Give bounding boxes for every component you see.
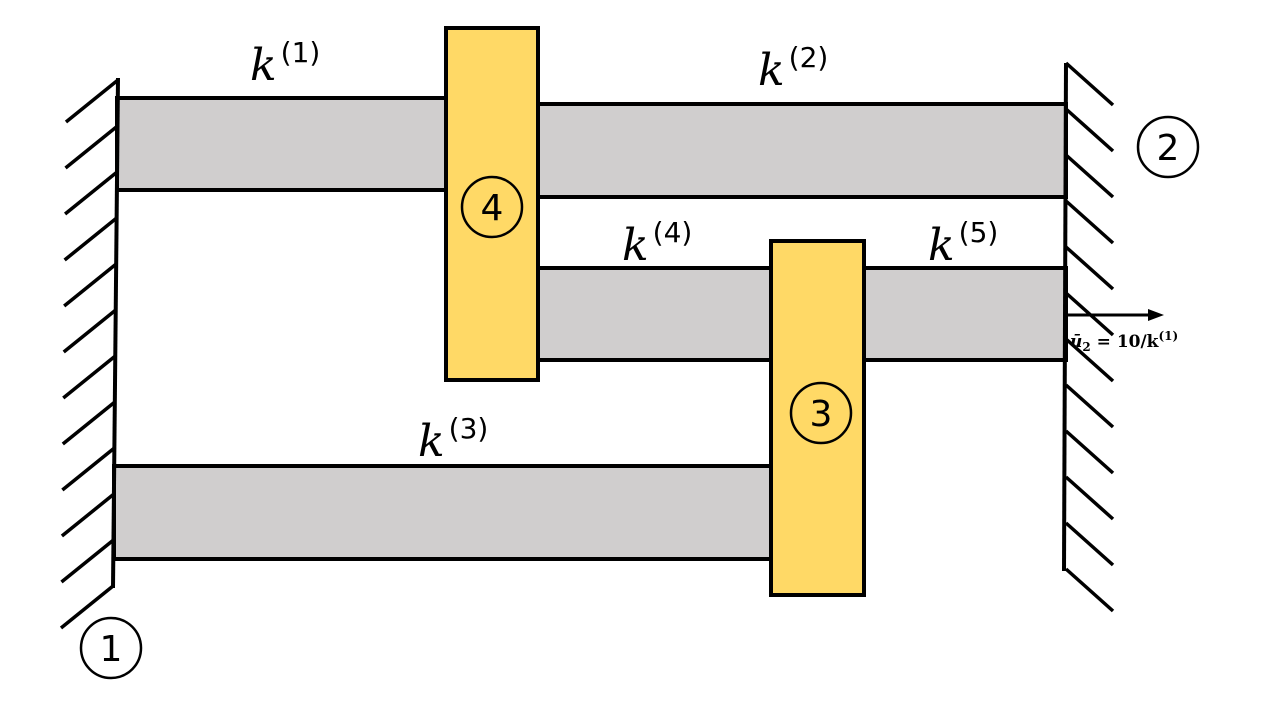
hatch-mark [1064,61,1115,107]
hatch-mark [1064,567,1115,613]
hatch-mark [1064,337,1115,383]
hatch-mark [1064,107,1115,153]
hatch-mark [64,78,120,124]
bar-element-2 [536,102,1068,199]
bar-element-3 [112,464,773,561]
hatch-mark [62,354,117,400]
hatch-mark [1064,475,1115,521]
hatch-mark [1064,429,1115,475]
displacement-arrow [1068,309,1164,321]
hatch-mark [1064,245,1115,291]
hatch-mark [1064,153,1115,199]
label-k3: k(3) [418,412,488,467]
hatch-mark [1064,383,1115,429]
label-k5: k(5) [928,216,998,271]
svg-text:2: 2 [1157,128,1180,169]
hatch-mark [64,124,119,170]
svg-text:3: 3 [810,394,833,435]
right-wall [1062,61,1115,613]
bar-element-1 [115,96,448,192]
label-k2: k(2) [758,41,828,96]
node-label-2: 2 [1136,115,1200,179]
label-k1: k(1) [250,36,320,91]
node-label-1: 1 [79,616,143,680]
hatch-mark [61,446,116,492]
hatch-mark [63,262,118,308]
hatch-mark [61,400,116,446]
hatch-mark [63,170,119,216]
hatch-mark [60,538,115,584]
node-label-4: 4 [460,175,524,239]
hatch-mark [62,308,117,354]
node-block-3 [769,239,866,597]
hatch-mark [59,584,115,630]
hatch-mark [1064,521,1115,567]
hatch-mark [1064,199,1115,245]
hatch-mark [60,492,116,538]
bar-element-5 [862,266,1068,362]
bar-element-4 [536,266,773,362]
svg-text:4: 4 [481,188,504,229]
hatch-mark [63,216,118,262]
left-wall [59,77,120,630]
svg-text:1: 1 [100,629,123,670]
node-label-3: 3 [789,381,853,445]
displacement-label: ū2 = 10/k(1) [1070,329,1178,354]
label-k4: k(4) [622,216,692,271]
